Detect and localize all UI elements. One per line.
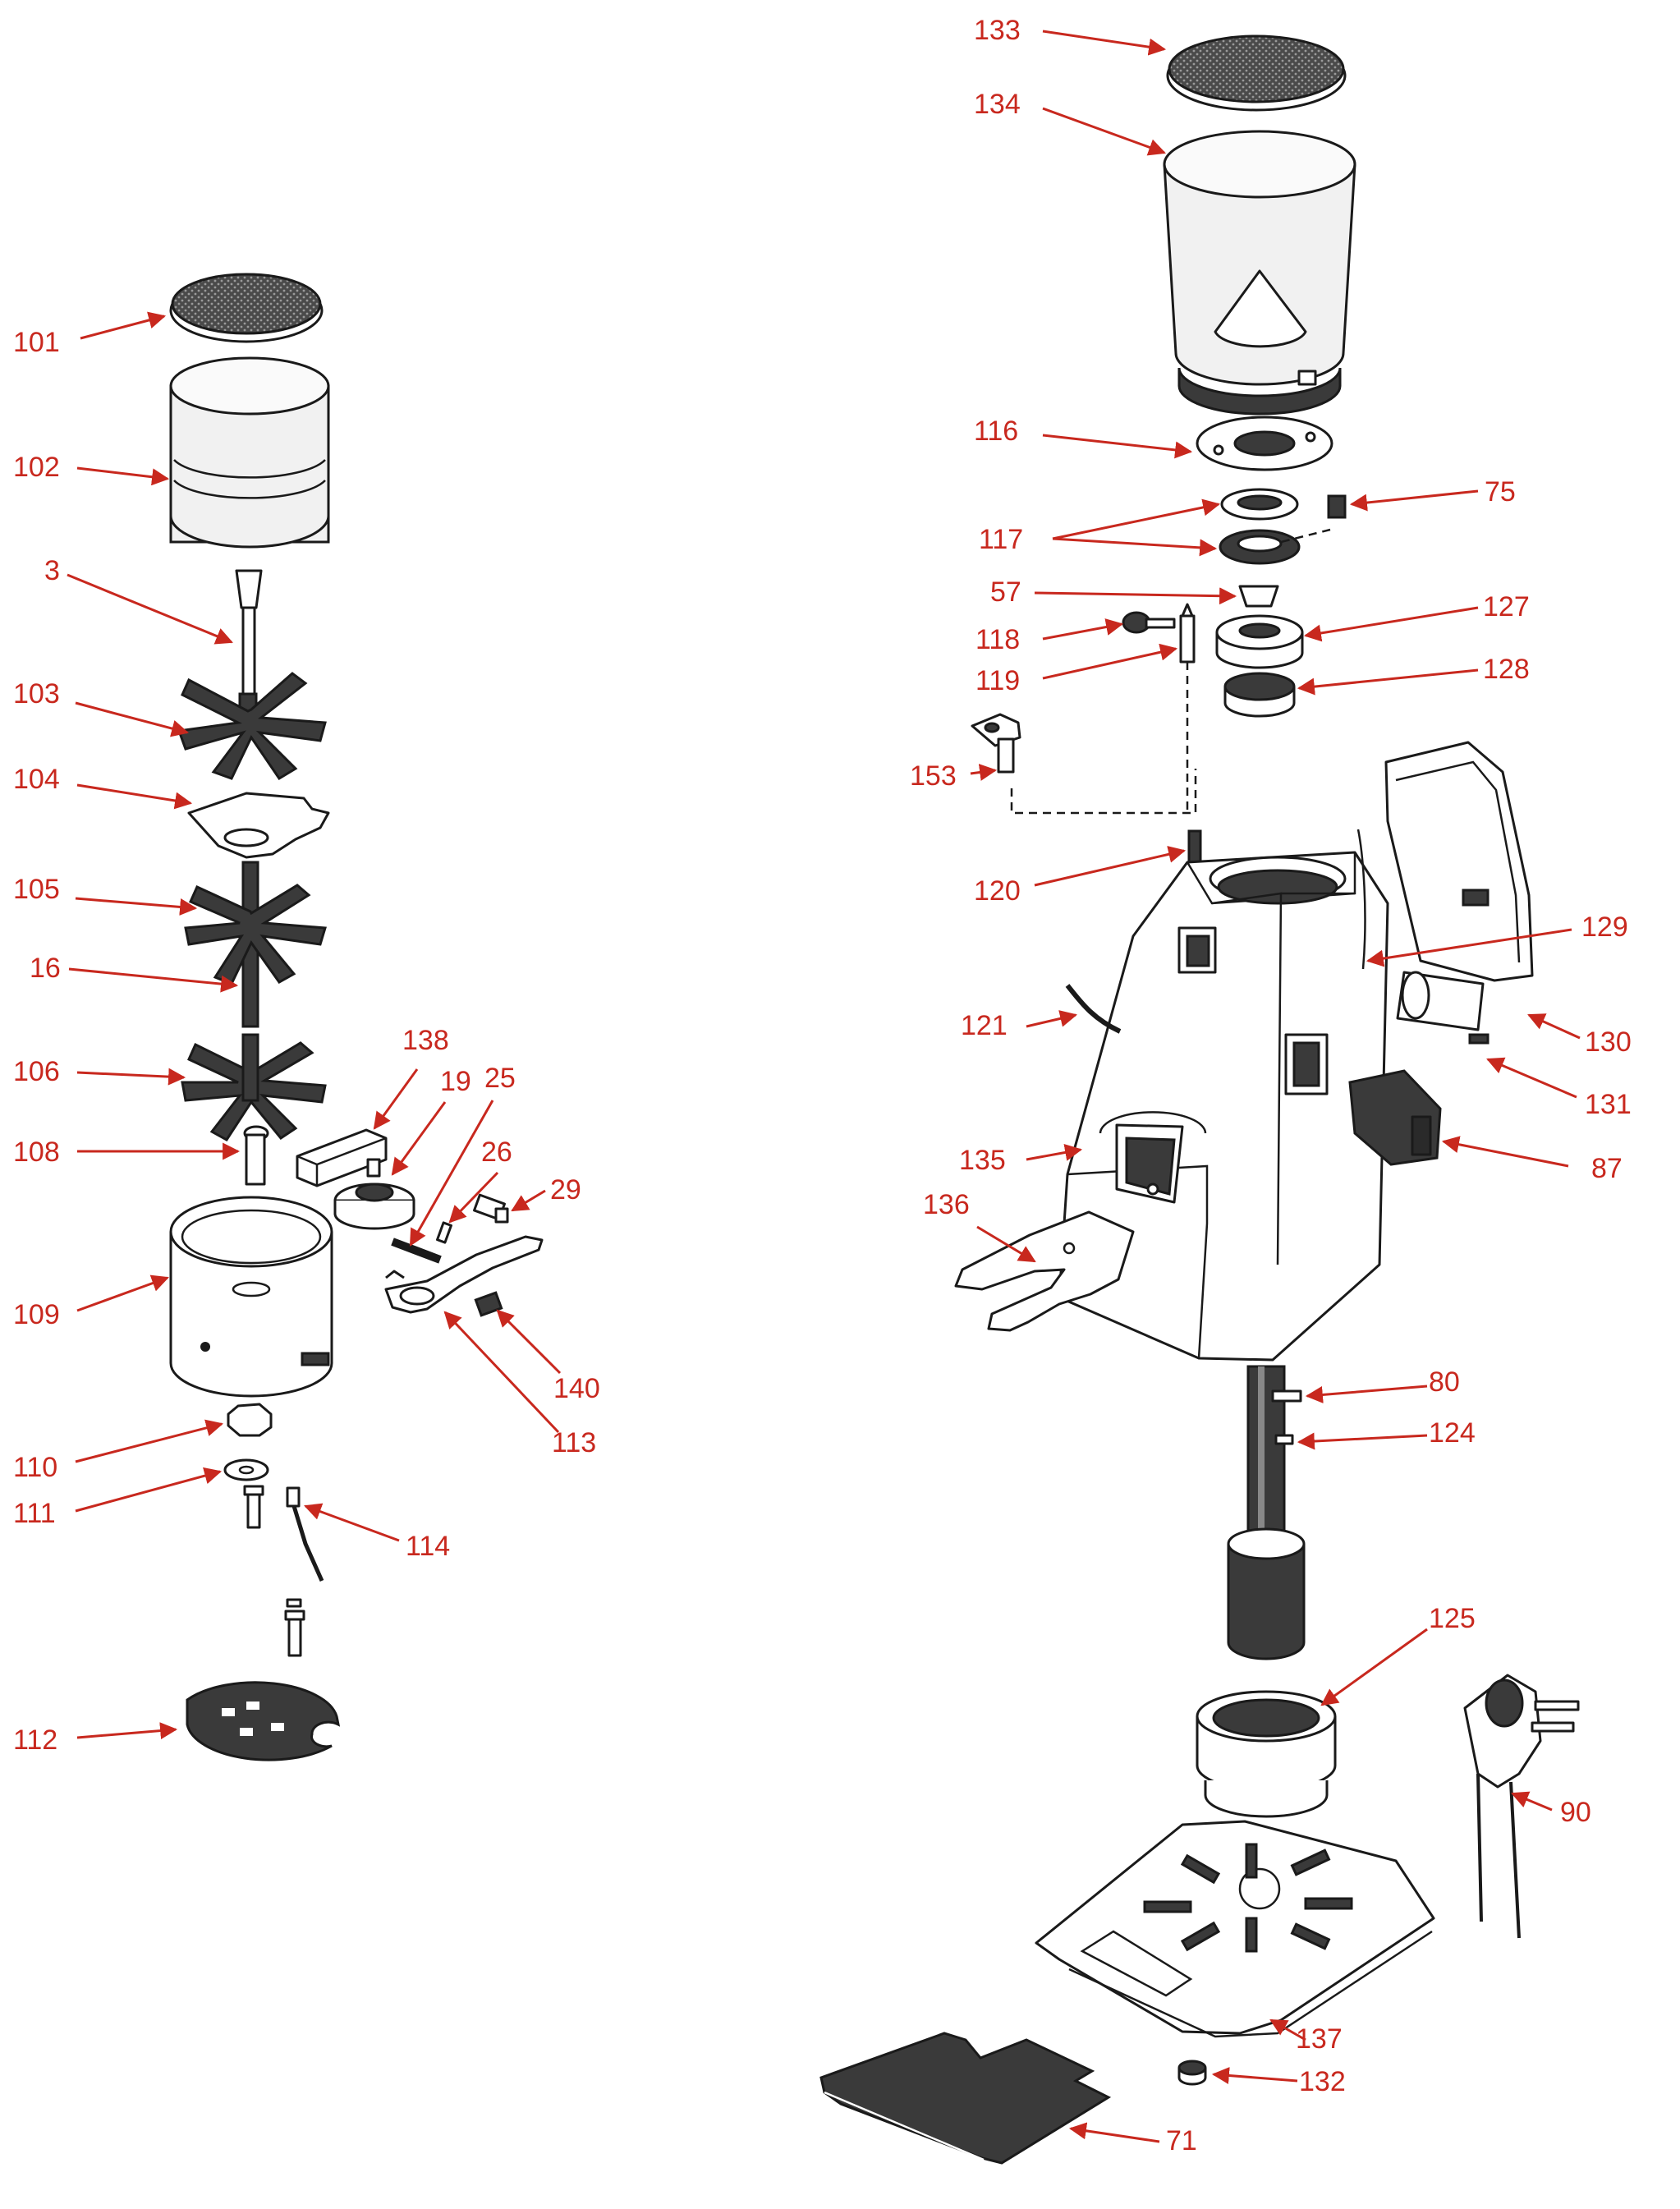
callout-133: 133 xyxy=(974,15,1021,46)
callout-134: 134 xyxy=(974,89,1021,120)
part-137-base-plate xyxy=(1035,1820,1435,2038)
part-90-power-plug xyxy=(1463,1674,1580,1939)
part-113-dosing-lever xyxy=(384,1235,544,1314)
part-129-wire xyxy=(1356,829,1366,970)
part-127-burr-carrier xyxy=(1215,614,1304,669)
callout-102: 102 xyxy=(13,452,60,483)
callout-101: 101 xyxy=(13,327,60,358)
part-140-spring xyxy=(474,1291,503,1317)
callout-127: 127 xyxy=(1483,591,1530,622)
part-57-nut xyxy=(1238,585,1279,608)
callout-113: 113 xyxy=(552,1427,596,1458)
part-104-divider-plate xyxy=(187,792,330,859)
callout-57: 57 xyxy=(990,576,1021,608)
part-118-bolt xyxy=(1122,611,1176,634)
callout-87: 87 xyxy=(1591,1153,1623,1184)
callout-90: 90 xyxy=(1560,1797,1591,1828)
callout-80: 80 xyxy=(1429,1366,1460,1398)
callout-26: 26 xyxy=(481,1137,512,1168)
callout-25: 25 xyxy=(484,1063,516,1094)
callout-110: 110 xyxy=(13,1452,57,1483)
callout-132: 132 xyxy=(1299,2066,1346,2097)
callout-140: 140 xyxy=(553,1373,600,1404)
callout-124: 124 xyxy=(1429,1417,1476,1449)
part-114-lever-rod xyxy=(286,1486,324,1582)
part-102-doser-cylinder xyxy=(169,356,330,549)
callout-109: 109 xyxy=(13,1299,60,1330)
left-doser-assembly xyxy=(169,273,544,1761)
callout-117: 117 xyxy=(979,524,1023,555)
part-133-hopper-lid xyxy=(1166,34,1347,112)
part-108-pin xyxy=(243,1125,269,1186)
part-103-doser-star xyxy=(177,672,327,781)
callout-128: 128 xyxy=(1483,654,1530,685)
part-124-motor-shaft xyxy=(1246,1365,1302,1541)
part-71-drip-tray xyxy=(819,2032,1112,2165)
part-132-rubber-foot xyxy=(1177,2060,1207,2086)
callout-118: 118 xyxy=(975,624,1020,655)
callout-106: 106 xyxy=(13,1056,60,1087)
part-29-fitting xyxy=(473,1193,509,1224)
callout-131: 131 xyxy=(1585,1089,1632,1120)
part-110-star-knob xyxy=(227,1403,273,1437)
callout-153: 153 xyxy=(910,760,957,792)
callout-129: 129 xyxy=(1581,912,1628,943)
callout-114: 114 xyxy=(406,1531,450,1562)
callout-71: 71 xyxy=(1166,2125,1197,2156)
part-87-switch xyxy=(1348,1069,1442,1166)
callout-104: 104 xyxy=(13,764,60,795)
callout-19: 19 xyxy=(440,1066,471,1097)
part-121-wire xyxy=(1065,984,1122,1034)
part-116-hopper-flange xyxy=(1196,416,1333,471)
callout-120: 120 xyxy=(974,875,1021,907)
callout-103: 103 xyxy=(13,678,60,710)
part-112-bottom-plate xyxy=(186,1681,341,1761)
part-136-cup-bracket xyxy=(954,1210,1135,1332)
right-grinder-assembly xyxy=(819,34,1580,2165)
part-75-set-screw xyxy=(1280,494,1347,544)
part-3-shaft xyxy=(235,569,263,696)
callout-16: 16 xyxy=(30,953,61,984)
part-134-bean-hopper xyxy=(1163,130,1356,416)
part-130-side-cover xyxy=(1384,741,1534,982)
part-125-motor xyxy=(1196,1527,1337,1818)
callout-3: 3 xyxy=(44,555,60,586)
callout-137: 137 xyxy=(1296,2023,1343,2055)
part-25-spring xyxy=(391,1238,442,1264)
callout-112: 112 xyxy=(13,1724,57,1756)
callouts: 101 102 3 103 104 105 16 106 108 109 110… xyxy=(13,15,1632,2156)
part-119-pin xyxy=(1179,603,1196,664)
callout-119: 119 xyxy=(975,665,1020,696)
callout-138: 138 xyxy=(402,1025,449,1056)
part-26-small-pin xyxy=(436,1221,452,1244)
part-109-doser-housing xyxy=(169,1196,333,1398)
part-105-doser-star xyxy=(184,861,327,1028)
callout-105: 105 xyxy=(13,874,60,905)
part-131-capacitor xyxy=(1396,971,1490,1045)
callout-111: 111 xyxy=(13,1498,56,1529)
callout-29: 29 xyxy=(550,1174,581,1206)
callout-75: 75 xyxy=(1485,476,1516,507)
callout-116: 116 xyxy=(974,416,1018,447)
screw-set xyxy=(243,1485,305,1657)
callout-136: 136 xyxy=(923,1189,970,1220)
part-153-micrometric-lever xyxy=(971,662,1197,815)
callout-135: 135 xyxy=(959,1145,1006,1176)
part-101-doser-lid xyxy=(169,273,324,343)
callout-108: 108 xyxy=(13,1137,60,1168)
part-128-lower-burr xyxy=(1223,672,1296,718)
part-117-adjustment-rings xyxy=(1219,488,1301,565)
callout-130: 130 xyxy=(1585,1026,1632,1058)
part-111-washer xyxy=(223,1458,269,1481)
part-19-lever-hub xyxy=(333,1158,415,1230)
part-106-doser-star xyxy=(181,1033,327,1141)
part-138-lever-bar xyxy=(296,1128,388,1187)
callout-125: 125 xyxy=(1429,1603,1476,1634)
callout-121: 121 xyxy=(961,1010,1008,1041)
part-135-grinder-body xyxy=(1058,851,1389,1362)
